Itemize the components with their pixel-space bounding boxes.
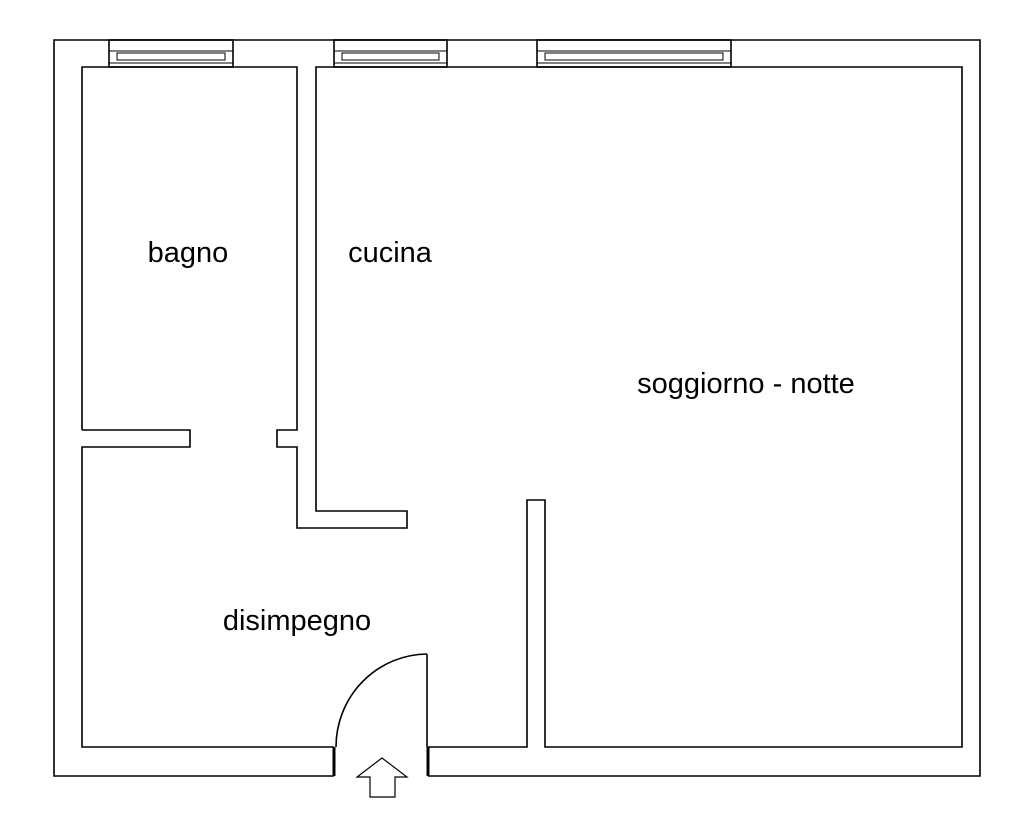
outer-walls: [53, 39, 981, 777]
window-cucina: [333, 39, 448, 68]
room-label-disimpegno: disimpegno: [223, 605, 371, 637]
room-label-bagno: bagno: [148, 237, 229, 269]
window-bagno: [108, 39, 234, 68]
entrance-door: [332, 653, 430, 776]
interior-walls: [81, 66, 963, 748]
entrance-arrow-icon: [355, 757, 409, 798]
window-soggiorno: [536, 39, 732, 68]
room-label-soggiorno-notte: soggiorno - notte: [637, 368, 855, 400]
room-label-cucina: cucina: [348, 237, 433, 269]
